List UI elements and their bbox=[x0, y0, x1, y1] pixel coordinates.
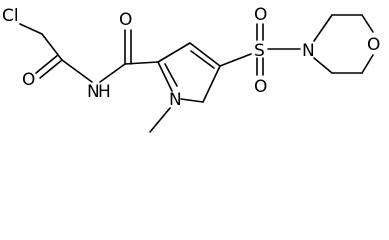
bond-carbonyl-nh bbox=[61, 59, 93, 83]
bond-carbonyl-o-1 bbox=[39, 59, 63, 79]
chemical-structure: Cl O N H O N S O O N O bbox=[2, 5, 380, 133]
atom-amide-hydrogen: H bbox=[98, 82, 111, 102]
bond-morph-o-c3 bbox=[361, 54, 374, 74]
bond-ring-c5-n bbox=[180, 98, 204, 103]
bond-layer bbox=[19, 14, 374, 133]
bond-ring-c2-c3 bbox=[157, 42, 191, 63]
atom-morpholine-oxygen: O bbox=[367, 35, 380, 55]
bond-ring-s bbox=[219, 53, 252, 67]
bond-morph-c2-o bbox=[361, 14, 374, 33]
bond-ring-c3-c4 bbox=[189, 42, 221, 67]
bond-ring-n-c2-inner bbox=[164, 63, 178, 87]
atom-morpholine-nitrogen: N bbox=[302, 41, 315, 61]
bond-carbonyl-o-2 bbox=[35, 54, 59, 74]
bond-morph-c4-n bbox=[313, 57, 333, 74]
bond-nh-c bbox=[99, 63, 126, 83]
bond-ch2-carbonyl bbox=[41, 33, 63, 61]
atom-chloroacetyl-oxygen: O bbox=[22, 70, 35, 90]
bond-n-methyl bbox=[149, 107, 171, 133]
bond-c-ring bbox=[124, 61, 159, 65]
atom-sulfonyl-oxygen-bottom: O bbox=[254, 77, 267, 97]
atom-sulfur: S bbox=[254, 41, 265, 61]
bond-ring-c4-c5 bbox=[202, 65, 221, 103]
atom-chlorine: Cl bbox=[2, 6, 19, 26]
bond-cl-ch2 bbox=[19, 23, 43, 35]
bond-ring-c3-c4-inner bbox=[190, 50, 215, 69]
atom-pyrrole-nitrogen: N bbox=[169, 90, 182, 110]
atom-sulfonyl-oxygen-top: O bbox=[254, 5, 267, 25]
bond-morph-n-c1 bbox=[313, 14, 333, 42]
bond-ring-n-c2 bbox=[157, 61, 173, 92]
atom-amide-nitrogen: N bbox=[87, 82, 100, 102]
atom-label-layer: Cl O N H O N S O O N O bbox=[2, 5, 380, 110]
atom-carboxamide-oxygen: O bbox=[119, 10, 132, 30]
